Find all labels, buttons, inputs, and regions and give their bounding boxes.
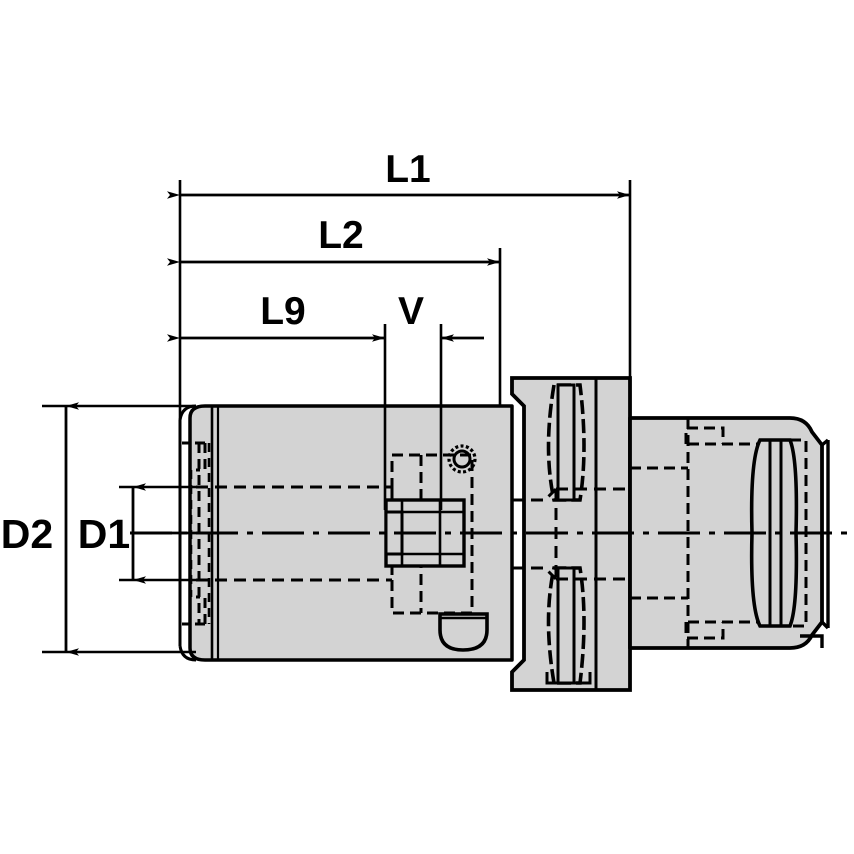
dimension-label-D2: D2 xyxy=(1,511,53,557)
flange-drive-slot-top xyxy=(546,383,586,502)
dimension-V: V xyxy=(398,290,484,510)
bottom-plug xyxy=(438,612,489,652)
dimension-D2: D2 xyxy=(1,402,196,656)
dimension-D1: D1 xyxy=(78,483,200,584)
set-screw-hole xyxy=(447,444,477,474)
tool-holder-geometry xyxy=(130,376,854,692)
dimension-label-L9: L9 xyxy=(260,290,306,333)
dimension-L9: L9 xyxy=(167,290,387,510)
front-bore-counterbore xyxy=(182,441,207,626)
dimension-label-L2: L2 xyxy=(318,214,364,257)
dimension-label-L1: L1 xyxy=(385,148,431,191)
dimension-label-D1: D1 xyxy=(78,511,130,557)
dimension-label-V: V xyxy=(398,290,424,333)
dimension-L1: L1 xyxy=(167,148,632,420)
dimension-L2: L2 xyxy=(167,214,502,406)
flange-drive-slot-bottom xyxy=(545,566,592,685)
